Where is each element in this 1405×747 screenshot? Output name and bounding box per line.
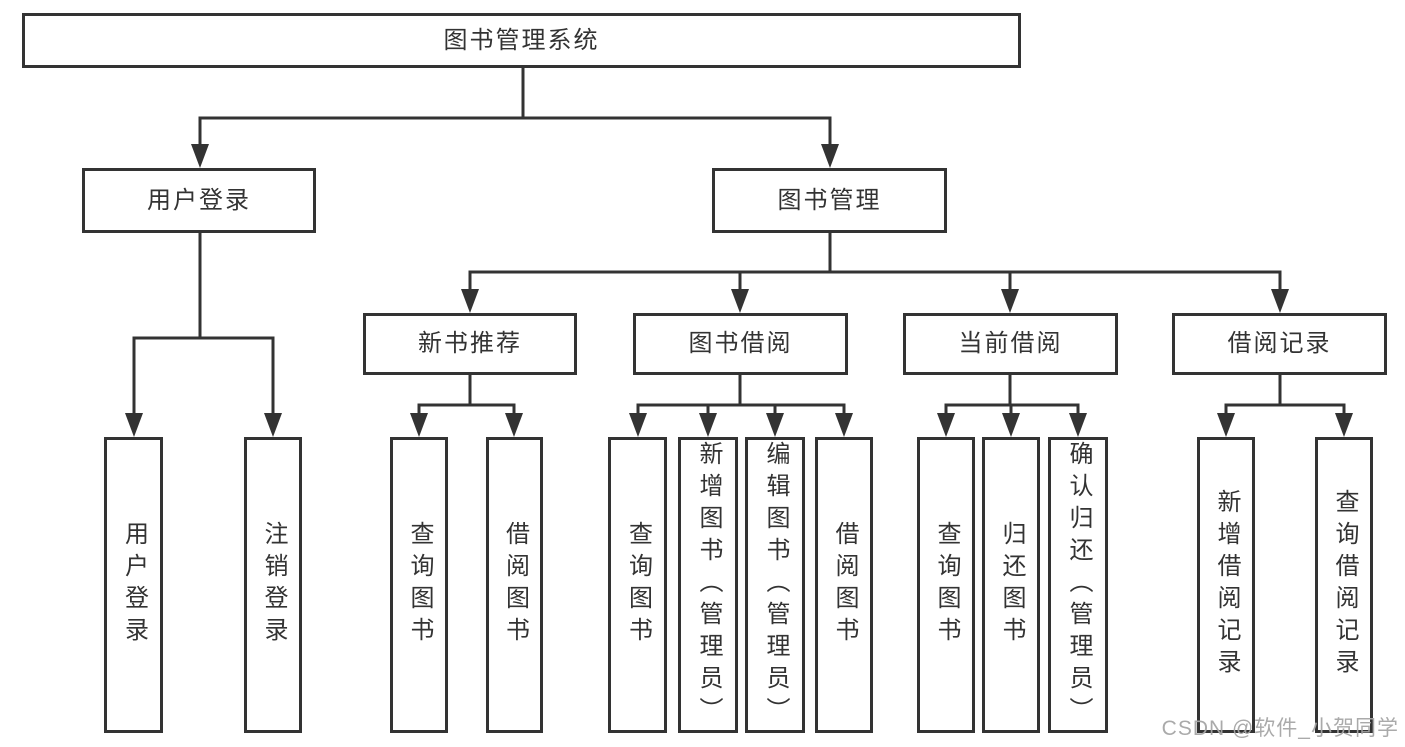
node-label: 查询借阅记录	[1331, 489, 1358, 681]
node-label: 借阅记录	[1227, 330, 1332, 357]
leaf-borrow-books-borrow: 借阅图书	[815, 437, 873, 733]
node-new-book-recommend: 新书推荐	[363, 313, 577, 375]
leaf-logout-login: 注销登录	[244, 437, 302, 733]
node-label: 查询图书	[624, 521, 652, 649]
node-user-login: 用户登录	[82, 168, 316, 233]
node-label: 查询图书	[406, 521, 433, 649]
node-current-borrow: 当前借阅	[903, 313, 1118, 375]
node-label: 借阅图书	[831, 521, 858, 649]
node-label: 新增图书（管理员）	[695, 441, 722, 729]
node-label: 归还图书	[998, 521, 1025, 649]
connector-book-borrow	[629, 373, 853, 437]
node-book-management: 图书管理	[712, 168, 947, 233]
connector-book-management	[461, 231, 1289, 313]
leaf-confirm-return-admin: 确认归还（管理员）	[1048, 437, 1108, 733]
node-book-borrow: 图书借阅	[633, 313, 848, 375]
node-library-management-system: 图书管理系统	[22, 13, 1021, 68]
leaf-query-borrow-record: 查询借阅记录	[1315, 437, 1373, 733]
leaf-add-borrow-record: 新增借阅记录	[1197, 437, 1255, 733]
node-label: 确认归还（管理员）	[1065, 441, 1092, 729]
csdn-watermark: CSDN @软件_小贺同学	[1161, 717, 1399, 740]
connector-user-login	[125, 231, 282, 437]
node-label: 注销登录	[260, 521, 287, 649]
leaf-return-books: 归还图书	[982, 437, 1040, 733]
node-label: 编辑图书（管理员）	[762, 441, 789, 729]
connector-new-book-recommend	[410, 373, 523, 437]
node-label: 新增借阅记录	[1213, 489, 1240, 681]
leaf-borrow-books-recommend: 借阅图书	[486, 437, 543, 733]
node-label: 图书借阅	[688, 330, 793, 357]
leaf-query-books-current: 查询图书	[917, 437, 975, 733]
node-label: 查询图书	[933, 521, 960, 649]
connector-current-borrow	[937, 373, 1087, 437]
leaf-user-login: 用户登录	[104, 437, 163, 733]
node-label: 新书推荐	[418, 330, 522, 357]
leaf-query-books-borrow: 查询图书	[608, 437, 667, 733]
node-label: 当前借阅	[958, 330, 1063, 357]
node-label: 用户登录	[147, 186, 251, 214]
connector-borrow-records	[1217, 373, 1353, 437]
node-label: 图书管理	[777, 186, 882, 214]
leaf-query-books-recommend: 查询图书	[390, 437, 448, 733]
leaf-edit-books-admin: 编辑图书（管理员）	[745, 437, 805, 733]
leaf-add-books-admin: 新增图书（管理员）	[678, 437, 738, 733]
node-label: 图书管理系统	[443, 26, 600, 54]
node-label: 借阅图书	[501, 521, 529, 649]
node-label: 用户登录	[120, 521, 148, 649]
connector-root	[191, 66, 839, 168]
node-borrow-records: 借阅记录	[1172, 313, 1387, 375]
